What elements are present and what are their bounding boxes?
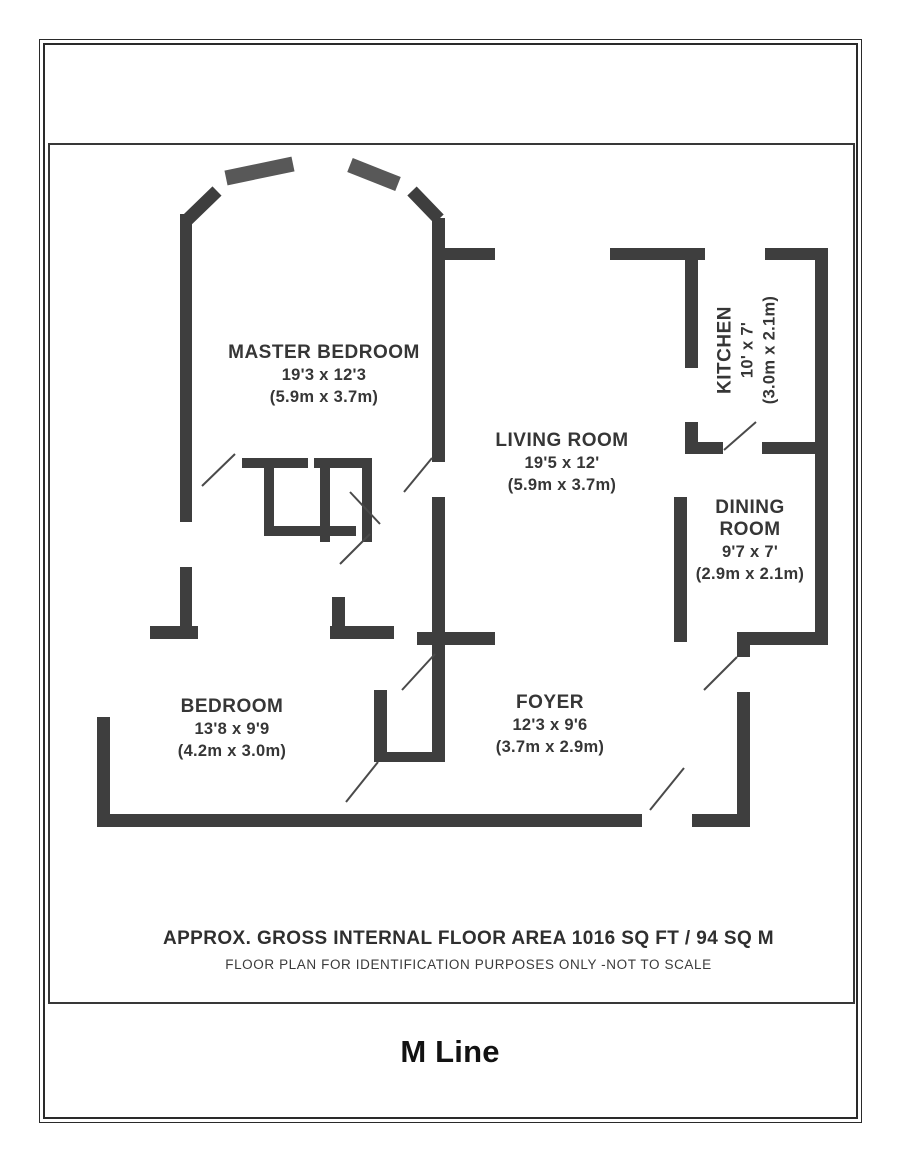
- wall-segment: [762, 442, 828, 454]
- brand-name: M Line: [400, 1034, 500, 1069]
- wall-segment: [737, 632, 750, 657]
- plan-footer: APPROX. GROSS INTERNAL FLOOR AREA 1016 S…: [84, 928, 853, 972]
- door-swing-line: [401, 653, 436, 691]
- wall-segment: [242, 458, 308, 468]
- room-label-kitchen: KITCHEN 10' x 7' (3.0m x 2.1m): [714, 296, 781, 404]
- window-bar: [224, 156, 295, 186]
- wall-segment: [180, 567, 192, 639]
- window-bar: [347, 158, 401, 191]
- door-swing-line: [649, 767, 685, 811]
- wall-segment: [435, 248, 495, 260]
- wall-segment: [374, 690, 387, 762]
- bay-windows-group: [224, 156, 401, 191]
- door-swing-line: [723, 421, 757, 451]
- room-label-bedroom: BEDROOM 13'8 x 9'9 (4.2m x 3.0m): [178, 695, 286, 762]
- wall-segment: [314, 458, 372, 468]
- wall-segment: [97, 717, 110, 827]
- door-swing-line: [345, 761, 379, 803]
- door-swing-line: [339, 533, 371, 565]
- room-label-dining-room: DINING ROOM 9'7 x 7' (2.9m x 2.1m): [670, 497, 830, 585]
- room-dims-m: (3.0m x 2.1m): [760, 295, 779, 405]
- room-name: LIVING ROOM: [495, 430, 629, 451]
- wall-segment: [387, 752, 432, 762]
- room-dims-ft: 12'3 x 9'6: [512, 716, 588, 734]
- wall-segment: [362, 468, 372, 542]
- room-label-foyer: FOYER 12'3 x 9'6 (3.7m x 2.9m): [496, 691, 604, 758]
- wall-segment: [432, 642, 445, 762]
- wall-segment: [432, 497, 445, 642]
- wall-segment: [685, 260, 698, 368]
- wall-segment: [332, 597, 345, 639]
- wall-segment: [180, 214, 192, 522]
- wall-segment: [674, 497, 687, 642]
- room-dims-ft: 19'3 x 12'3: [281, 366, 367, 384]
- door-swing-line: [403, 457, 433, 493]
- room-dims-m: (5.9m x 3.7m): [507, 476, 617, 494]
- wall-segment: [417, 632, 495, 645]
- door-swing-line: [703, 656, 738, 691]
- room-dims-ft: 13'8 x 9'9: [194, 720, 270, 738]
- room-dims-ft: 19'5 x 12': [524, 454, 600, 472]
- wall-segment: [97, 814, 642, 827]
- angled-wall: [407, 186, 444, 224]
- room-name: DINING ROOM: [715, 497, 785, 540]
- outer-frame: [39, 39, 862, 1123]
- door-swings-group: [201, 421, 757, 811]
- door-swing-line: [201, 453, 236, 487]
- wall-segment: [330, 626, 394, 639]
- floorplan-box: MASTER BEDROOM 19'3 x 12'3 (5.9m x 3.7m)…: [48, 143, 855, 1004]
- room-name: BEDROOM: [180, 696, 284, 717]
- wall-segment: [737, 632, 828, 645]
- inner-frame: [43, 43, 858, 1119]
- room-name: MASTER BEDROOM: [228, 342, 420, 363]
- room-name: KITCHEN: [714, 306, 736, 394]
- wall-segment: [264, 458, 274, 536]
- room-dims-ft: 10' x 7': [738, 321, 757, 379]
- wall-segment: [737, 692, 750, 814]
- room-dims-m: (4.2m x 3.0m): [177, 742, 287, 760]
- room-dims-ft: 9'7 x 7': [721, 543, 779, 561]
- wall-segment: [264, 526, 356, 536]
- wall-segment: [765, 248, 828, 260]
- wall-segment: [320, 468, 330, 542]
- room-dims-m: (3.7m x 2.9m): [495, 738, 605, 756]
- room-dims-m: (5.9m x 3.7m): [269, 388, 379, 406]
- room-label-living-room: LIVING ROOM 19'5 x 12' (5.9m x 3.7m): [495, 429, 628, 496]
- room-dims-m: (2.9m x 2.1m): [695, 565, 805, 583]
- gross-area-text: APPROX. GROSS INTERNAL FLOOR AREA 1016 S…: [162, 928, 775, 949]
- wall-segment: [150, 626, 198, 639]
- walls-group: [97, 214, 828, 827]
- wall-segment: [692, 814, 750, 827]
- floorplan-drawing: [97, 156, 828, 827]
- angled-walls-group: [180, 186, 444, 227]
- wall-segment: [685, 442, 723, 454]
- wall-segment: [432, 218, 445, 462]
- door-swing-line: [349, 491, 381, 525]
- wall-segment: [610, 248, 705, 260]
- disclaimer-text: FLOOR PLAN FOR IDENTIFICATION PURPOSES O…: [225, 957, 712, 972]
- room-name: FOYER: [516, 692, 584, 713]
- room-label-master-bedroom: MASTER BEDROOM 19'3 x 12'3 (5.9m x 3.7m): [228, 341, 420, 408]
